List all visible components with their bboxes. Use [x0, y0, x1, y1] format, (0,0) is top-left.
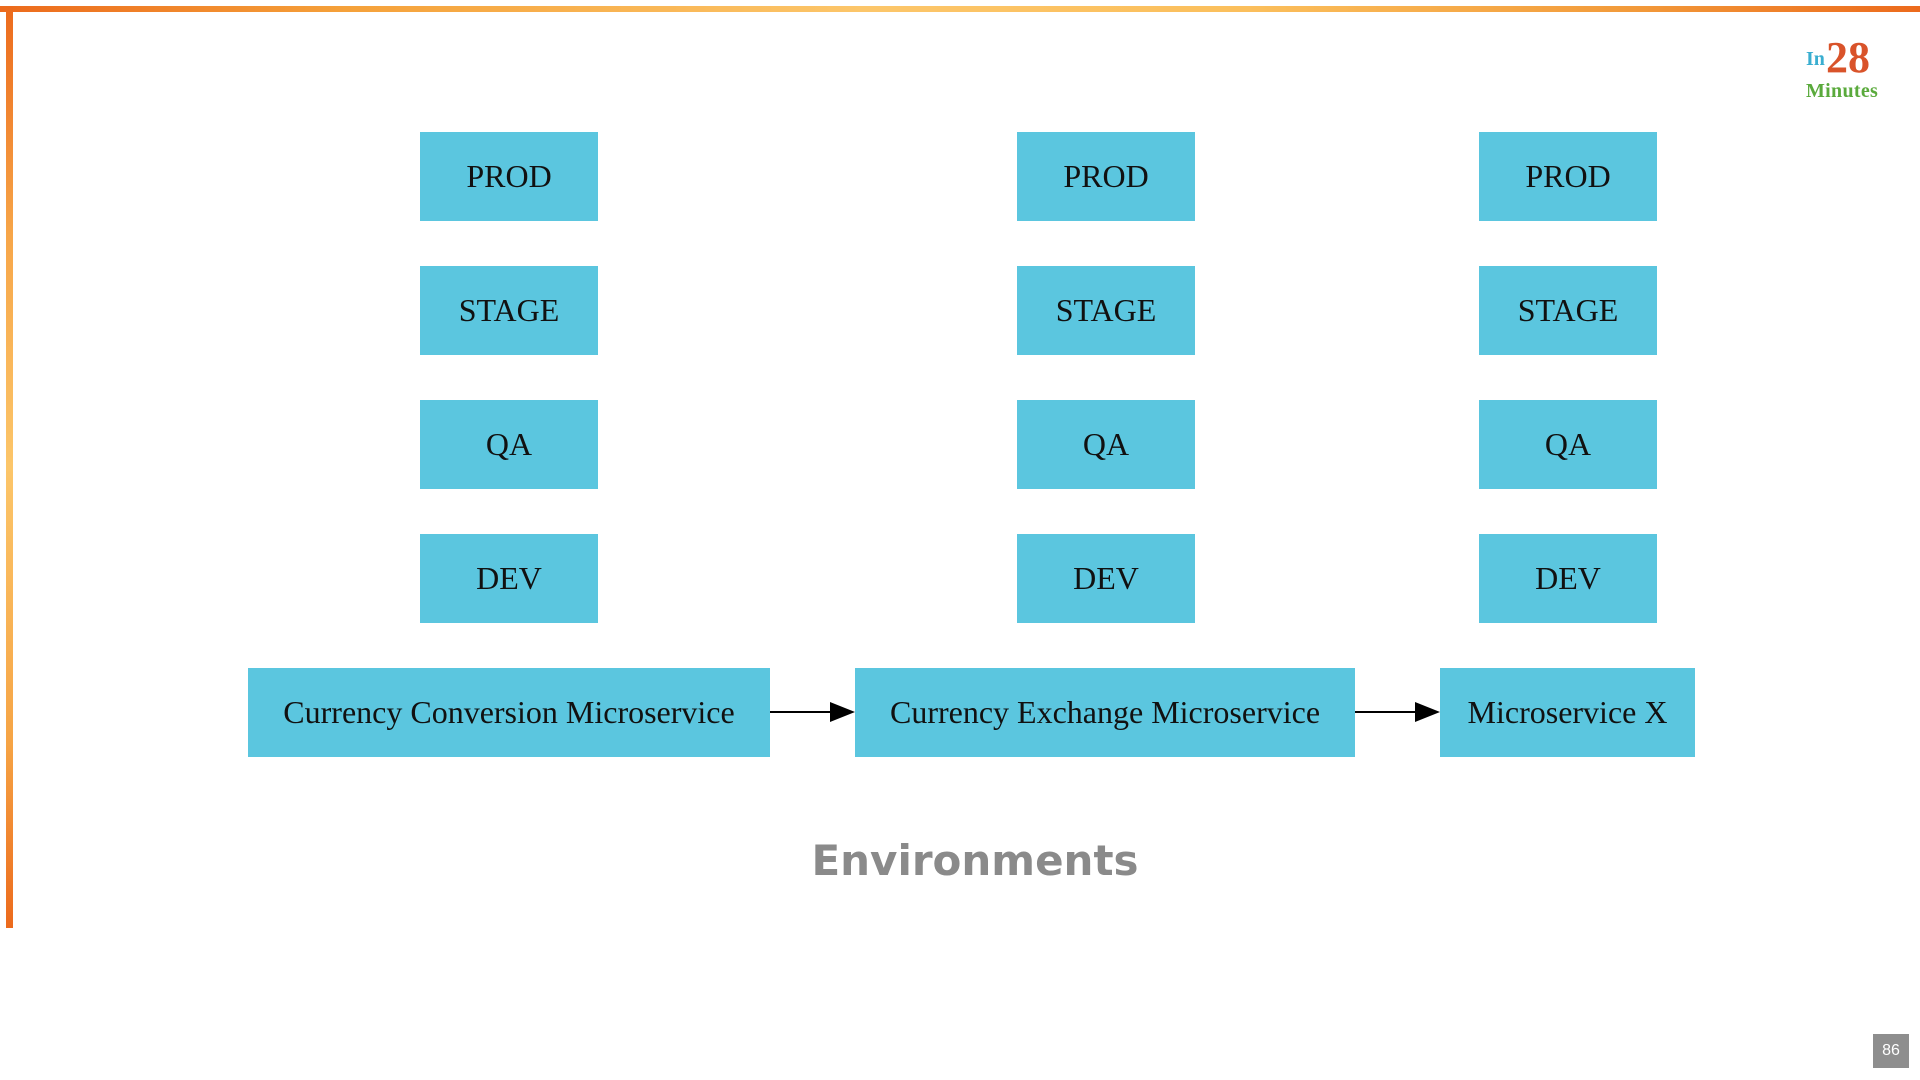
- env-qa-box: QA: [420, 400, 598, 489]
- slide-frame-top: [0, 6, 1920, 12]
- env-stage-box: STAGE: [1479, 266, 1657, 355]
- service-box: Microservice X: [1440, 668, 1695, 757]
- env-qa-box: QA: [1017, 400, 1195, 489]
- logo-number: 28: [1826, 33, 1870, 82]
- env-stage-box: STAGE: [1017, 266, 1195, 355]
- env-dev-box: DEV: [1017, 534, 1195, 623]
- env-prod-box: PROD: [1479, 132, 1657, 221]
- service-box: Currency Exchange Microservice: [855, 668, 1355, 757]
- logo-prefix: In: [1806, 48, 1825, 70]
- slide-frame-left: [6, 6, 13, 928]
- slide-caption: Environments: [811, 836, 1139, 885]
- env-prod-box: PROD: [1017, 132, 1195, 221]
- service-box: Currency Conversion Microservice: [248, 668, 770, 757]
- logo-word: Minutes: [1806, 80, 1879, 102]
- env-dev-box: DEV: [1479, 534, 1657, 623]
- in28minutes-logo: In 28 Minutes: [1804, 36, 1896, 108]
- arrow-exchange-to-x: [1355, 702, 1440, 722]
- env-qa-box: QA: [1479, 400, 1657, 489]
- arrow-conversion-to-exchange: [770, 702, 855, 722]
- env-stage-box: STAGE: [420, 266, 598, 355]
- page-number-badge: 86: [1873, 1034, 1909, 1068]
- env-prod-box: PROD: [420, 132, 598, 221]
- env-dev-box: DEV: [420, 534, 598, 623]
